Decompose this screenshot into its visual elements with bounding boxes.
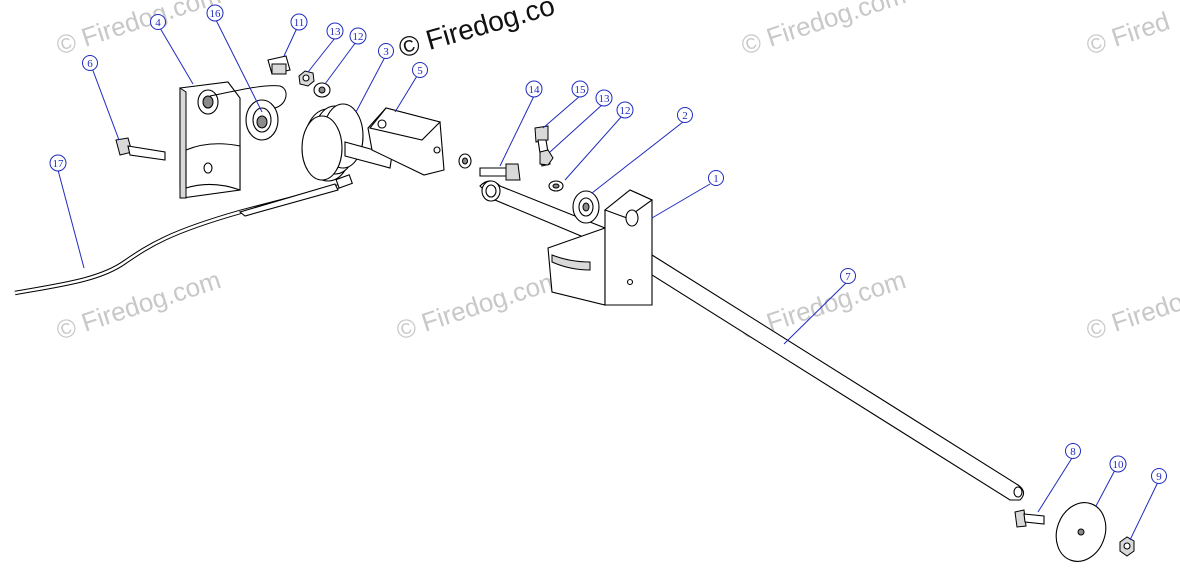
part-17-cable [14,174,353,296]
callout-c3[interactable]: 3 [378,43,394,59]
watermark-text: © Firedog.com [738,0,910,61]
callout-label: 14 [529,84,541,96]
part-1-main-bracket [479,180,654,306]
part-13-nut-lower [539,149,554,166]
small-washer [458,153,472,169]
callout-label: 4 [155,17,161,29]
callout-c16[interactable]: 16 [206,4,224,22]
part-11-bolt [267,55,291,75]
callout-label: 17 [53,158,65,170]
callout-label: 8 [1070,446,1076,458]
callout-c12b[interactable]: 12 [616,101,634,119]
watermark-text: © Firedog.com [53,0,225,61]
callout-label: 13 [599,93,611,105]
callout-label: 1 [713,173,719,185]
callout-c15[interactable]: 15 [571,80,589,98]
callout-c7[interactable]: 7 [840,268,856,284]
part-12-washer-lower [548,180,564,192]
callout-c10[interactable]: 10 [1109,455,1127,473]
callout-label: 2 [682,110,688,122]
part-2-bearing [572,190,600,224]
callout-label: 10 [1113,459,1125,471]
watermark-text: © Firedog.com [53,264,225,345]
part-8-pin [1014,509,1045,528]
callout-c5[interactable]: 5 [412,62,428,78]
callout-c13a[interactable]: 13 [326,22,344,40]
callout-label: 3 [383,46,389,58]
callout-c1[interactable]: 1 [708,170,724,186]
watermark-text: © Firedog.com [393,264,565,345]
callout-c13b[interactable]: 13 [595,89,613,107]
callout-label: 12 [620,105,631,117]
part-14-bolt [479,163,521,181]
part-12-washer [313,82,331,98]
part-10-disc [1055,502,1107,562]
part-6-bolt [115,137,166,161]
part-16-spring-bearing [209,85,287,141]
callout-c6[interactable]: 6 [82,55,98,71]
part-9-nut [1119,536,1135,557]
callout-label: 6 [87,58,93,70]
callout-c2[interactable]: 2 [677,107,693,123]
callout-label: 16 [210,8,222,20]
watermark-text: © Fired [1083,6,1174,61]
callout-c14[interactable]: 14 [525,80,543,98]
callout-c9[interactable]: 9 [1151,468,1167,484]
part-13-nut [298,70,315,87]
callout-label: 7 [845,271,851,283]
callout-c8[interactable]: 8 [1065,443,1081,459]
callout-label: 5 [417,65,423,77]
callout-label: 15 [575,84,587,96]
callout-label: 9 [1156,471,1162,483]
leader-lines [57,19,1159,541]
part-3-pulley [301,103,393,182]
callout-c17[interactable]: 17 [49,154,67,172]
callout-c4[interactable]: 4 [150,14,166,30]
watermark-main: © Firedog.co [395,0,558,64]
part-7-arm [651,254,1025,501]
callout-c11[interactable]: 11 [290,13,308,31]
part-4-bracket [179,81,241,199]
watermark-text: © Firedo [1083,286,1180,345]
callout-label: 11 [294,17,305,29]
callout-c12a[interactable]: 12 [349,27,367,45]
callout-label: 13 [330,26,342,38]
part-5-block [367,107,445,176]
callout-label: 12 [353,31,364,43]
